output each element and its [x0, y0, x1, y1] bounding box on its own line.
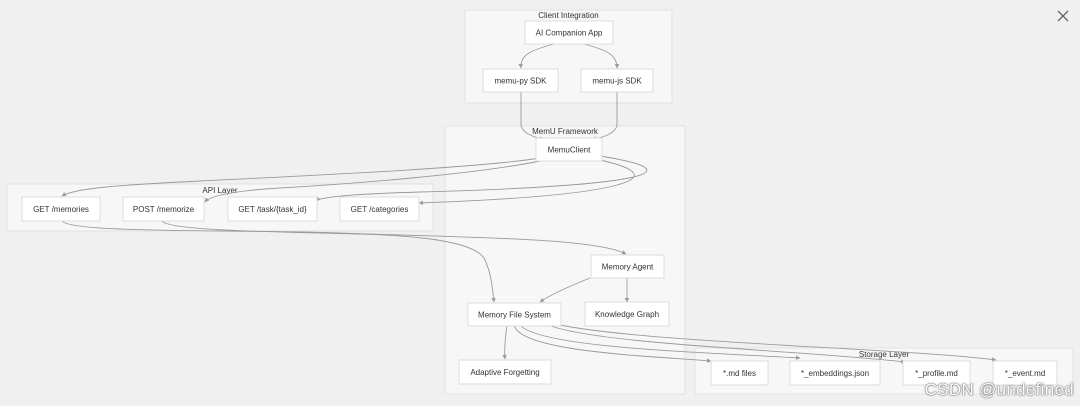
node-label: Adaptive Forgetting	[470, 368, 539, 377]
node-label: GET /categories	[351, 205, 409, 214]
watermark: CSDN @undefined	[924, 380, 1074, 399]
node-label: GET /memories	[33, 205, 89, 214]
node-memu-js-sdk[interactable]: memu-js SDK	[580, 68, 654, 93]
node-adaptive-forgetting[interactable]: Adaptive Forgetting	[458, 359, 552, 385]
node-label: Memory File System	[478, 311, 551, 320]
edge-app-to-js	[579, 42, 620, 69]
node-label: *.md files	[723, 369, 756, 378]
edge-fs-to-forgetting	[502, 324, 508, 360]
node-profile-md[interactable]: *_profile.md	[902, 360, 971, 386]
edge-client-to-memorize	[204, 159, 546, 203]
node-event-md[interactable]: *_event.md	[992, 360, 1058, 386]
node-label: *_event.md	[1005, 369, 1045, 378]
cluster-title-api: API Layer	[202, 186, 237, 195]
cluster-title-framework: MemU Framework	[532, 127, 599, 136]
node-memu-py-sdk[interactable]: memu-py SDK	[482, 68, 559, 93]
edge-memorize-to-agent	[161, 220, 627, 255]
edge-fs-to-event	[559, 324, 997, 362]
node-get-categories[interactable]: GET /categories	[339, 196, 420, 222]
node-embeddings-json[interactable]: *_embeddings.json	[789, 360, 881, 386]
node-post-memorize[interactable]: POST /memorize	[122, 196, 205, 222]
edge-client-to-memories	[61, 157, 541, 197]
node-label: memu-js SDK	[592, 77, 642, 86]
edge-fs-to-md	[513, 324, 712, 363]
node-memory-file-system[interactable]: Memory File System	[467, 302, 562, 327]
node-get-task[interactable]: GET /task/{task_id}	[227, 196, 318, 222]
node-ai-companion-app[interactable]: AI Companion App	[524, 20, 614, 45]
node-label: MemuClient	[548, 146, 591, 155]
node-label: POST /memorize	[133, 205, 195, 214]
node-label: GET /task/{task_id}	[238, 205, 307, 214]
close-icon	[1057, 10, 1069, 22]
edge-agent-to-fs	[539, 277, 591, 303]
node-label: Memory Agent	[602, 263, 654, 272]
edge-fs-to-profile	[547, 324, 906, 364]
node-memory-agent[interactable]: Memory Agent	[590, 254, 665, 279]
node-knowledge-graph[interactable]: Knowledge Graph	[584, 301, 670, 327]
edge-client-to-task	[315, 155, 648, 202]
node-md-files[interactable]: *.md files	[710, 360, 769, 386]
node-label: Knowledge Graph	[595, 310, 659, 319]
node-label: memu-py SDK	[494, 77, 547, 86]
cluster-title-storage: Storage Layer	[859, 350, 910, 359]
node-get-memories[interactable]: GET /memories	[21, 196, 101, 222]
edge-client-to-categories	[418, 159, 635, 206]
cluster-title-client: Client Integration	[538, 11, 598, 20]
edge-app-to-py	[518, 42, 559, 69]
node-memu-client[interactable]: MemuClient	[535, 137, 603, 162]
edge-memories-to-fs	[61, 220, 496, 303]
node-label: *_profile.md	[915, 369, 958, 378]
node-label: *_embeddings.json	[801, 369, 869, 378]
edge-fs-to-embeddings	[519, 324, 801, 361]
node-label: AI Companion App	[536, 29, 603, 38]
edges	[61, 42, 997, 364]
close-button[interactable]	[1055, 8, 1071, 24]
